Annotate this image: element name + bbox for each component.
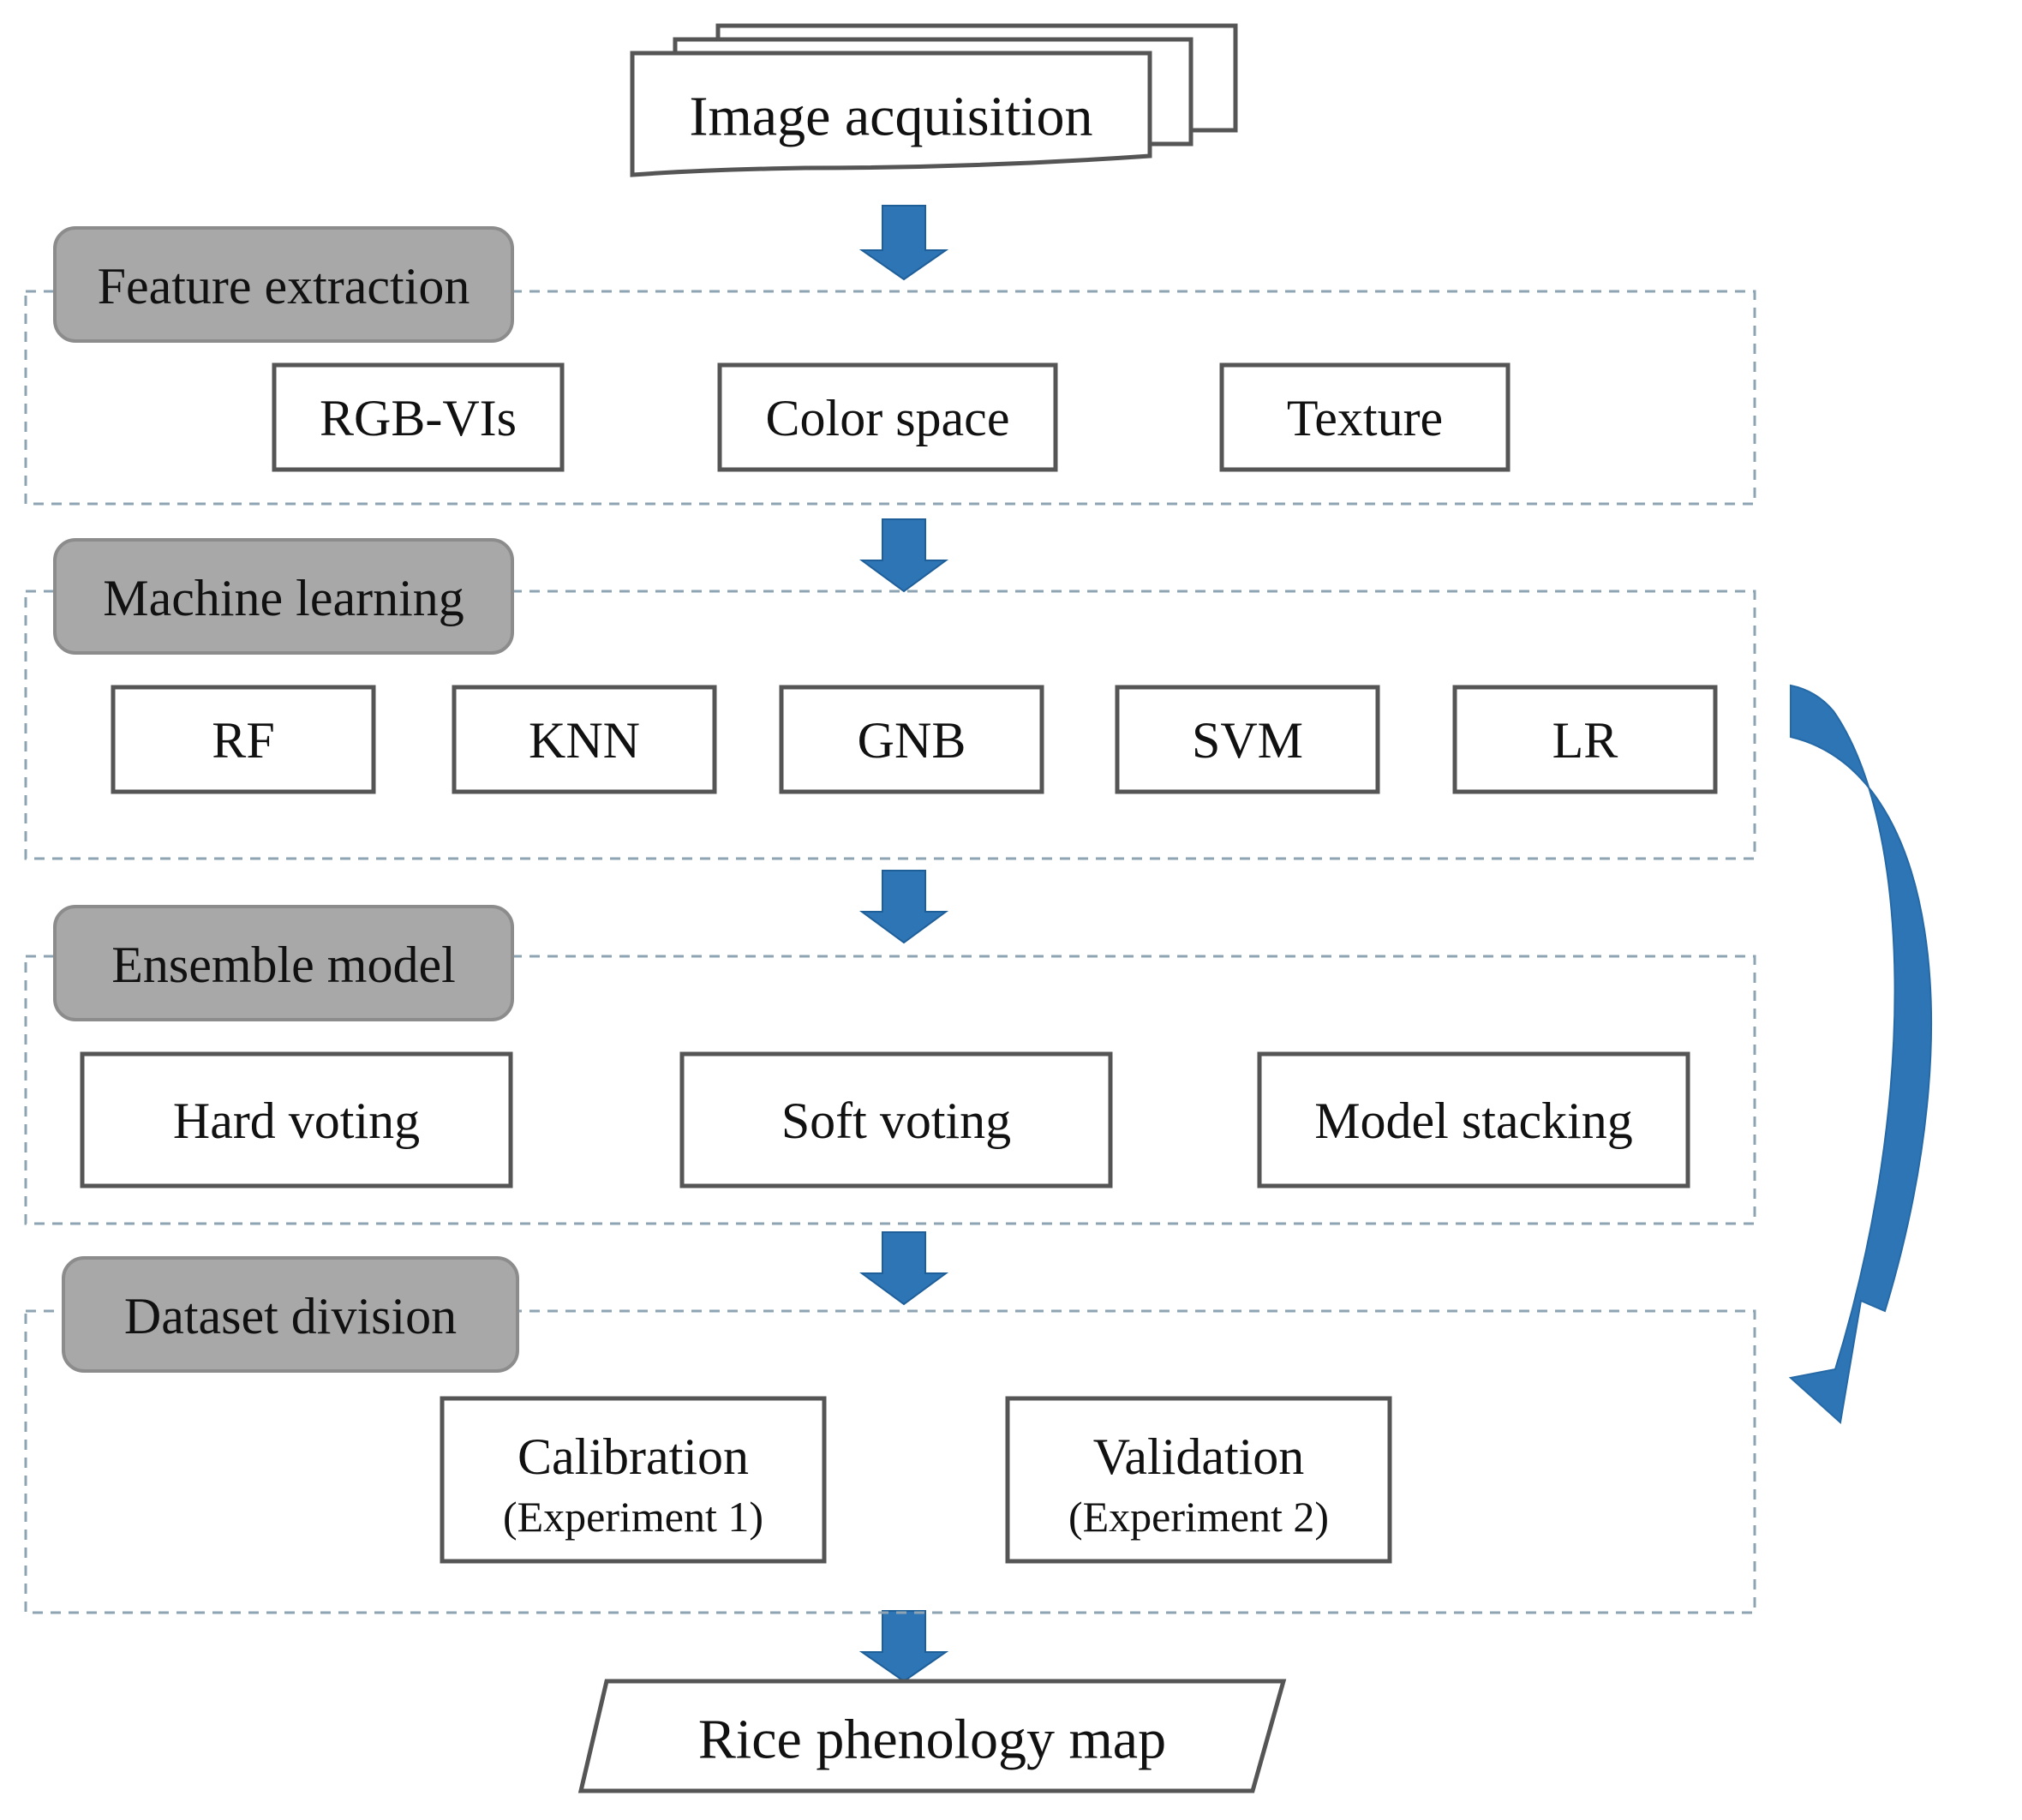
gnb-box [779,685,1044,794]
feature-extraction-header [53,226,514,343]
validation-box [1005,1396,1392,1564]
rgb-vis-box [272,362,565,472]
rf-box [111,685,376,794]
ensemble-model-frame [24,955,1756,1225]
rf-label: RF [212,712,274,769]
feature-extraction-frame [24,290,1756,506]
machine-learning-title: Machine learning [103,570,464,626]
model-stacking-label: Model stacking [1314,1093,1633,1149]
color-space-label: Color space [766,390,1010,446]
validation-label: Validation [1093,1428,1305,1485]
machine-learning-frame [24,590,1756,860]
texture-box [1219,362,1511,472]
flow-arrow-4 [858,1231,949,1306]
knn-box [452,685,717,794]
machine-learning-header [53,538,514,655]
flow-arrow-3 [858,870,949,944]
knn-label: KNN [529,712,640,769]
dataset-division-header [62,1256,519,1373]
image-acquisition-node: Image acquisition [630,23,1238,177]
calibration-box [440,1396,827,1564]
model-stacking-box [1257,1051,1690,1188]
ensemble-model-title: Ensemble model [111,937,456,993]
lr-label: LR [1552,712,1618,769]
flow-arrow-5 [858,1610,949,1683]
flow-arrow-1 [858,205,949,281]
calibration-label: Calibration [517,1428,749,1485]
rice-phenology-map-label: Rice phenology map [698,1709,1166,1771]
svm-box [1115,685,1380,794]
document-stack-front [630,51,1152,177]
curved-feedback-arrow [1788,684,1932,1424]
section-ensemble-model: Ensemble model Hard voting Soft voting M… [24,905,1756,1225]
color-space-box [717,362,1058,472]
section-feature-extraction: Feature extraction RGB-VIs Color space T… [24,226,1756,506]
gnb-label: GNB [858,712,966,769]
lr-box [1452,685,1718,794]
section-dataset-division: Dataset division Calibration (Experiment… [24,1256,1756,1614]
texture-label: Texture [1287,390,1443,446]
validation-sub-label: (Experiment 2) [1068,1493,1329,1541]
calibration-sub-label: (Experiment 1) [503,1493,763,1541]
feature-extraction-title: Feature extraction [98,258,470,314]
hard-voting-label: Hard voting [173,1093,420,1149]
ensemble-model-header [53,905,514,1021]
dataset-division-title: Dataset division [124,1288,457,1344]
rgb-vis-label: RGB-VIs [320,390,517,446]
hard-voting-box [80,1051,513,1188]
flow-arrow-2 [858,518,949,593]
soft-voting-box [679,1051,1113,1188]
section-machine-learning: Machine learning RF KNN GNB SVM LR [24,538,1756,860]
rice-phenology-map-node: Rice phenology map [577,1679,1287,1793]
soft-voting-label: Soft voting [781,1093,1011,1149]
output-parallelogram [577,1679,1287,1793]
image-acquisition-label: Image acquisition [689,86,1092,148]
svm-label: SVM [1192,712,1303,769]
dataset-division-frame [24,1309,1756,1614]
